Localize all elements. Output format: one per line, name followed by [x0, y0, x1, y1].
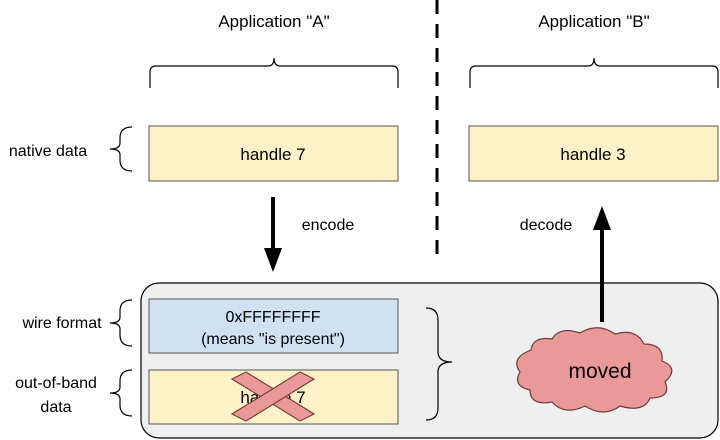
- message-brace: [425, 307, 453, 421]
- application-a-label: Application "A": [218, 12, 329, 31]
- removed-cross-icon: [230, 371, 316, 422]
- decode-arrow-head: [593, 206, 611, 230]
- wire-meaning-text: (means "is present"): [201, 331, 345, 348]
- encode-arrow-head: [264, 248, 282, 272]
- out-of-band-brace: [109, 369, 133, 417]
- wire-format-brace: [109, 299, 133, 347]
- wire-format-box: [148, 298, 399, 354]
- moved-text: moved: [568, 360, 631, 383]
- application-b-brace: [469, 57, 719, 88]
- handle-b-box: [468, 125, 719, 182]
- native-data-label: native data: [9, 143, 87, 160]
- encode-label: encode: [302, 217, 355, 234]
- handle-b-text: handle 3: [560, 145, 625, 164]
- handle-a-text: handle 7: [240, 145, 305, 164]
- wire-value-text: 0xFFFFFFFF: [225, 309, 320, 326]
- handle-a-box: [148, 125, 399, 182]
- application-a-brace: [149, 57, 399, 88]
- wire-format-label: wire format: [21, 315, 102, 332]
- decode-label: decode: [520, 217, 573, 234]
- moved-cloud: [516, 327, 673, 413]
- out-of-band-label-line2: data: [40, 399, 71, 416]
- application-b-label: Application "B": [538, 12, 649, 31]
- out-of-band-label-line1: out-of-band: [15, 375, 97, 392]
- native-data-brace: [109, 126, 133, 172]
